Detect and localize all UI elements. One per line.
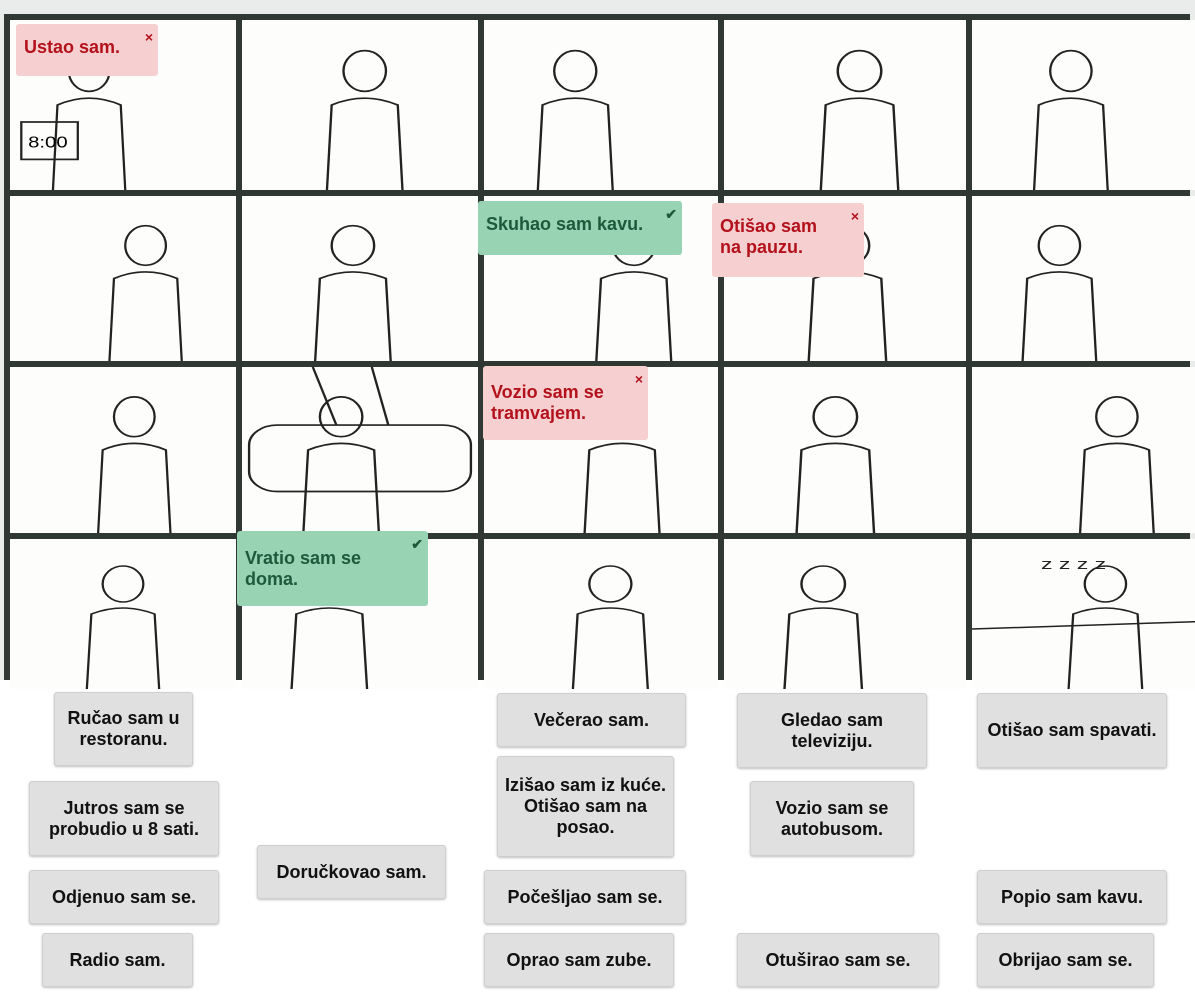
comic-panel [972, 196, 1195, 361]
draggable-item[interactable]: Radio sam. [42, 933, 193, 987]
comic-grid: 8:00 z z z z [4, 14, 1195, 689]
drop-zone-label-correct[interactable]: Vratio sam se doma. ✔ [237, 531, 428, 606]
draggable-item[interactable]: Jutros sam se probudio u 8 sati. [29, 781, 219, 856]
check-icon: ✔ [665, 206, 677, 222]
comic-panel [972, 367, 1195, 533]
draggable-item[interactable]: Otišao sam spavati. [977, 693, 1167, 768]
comic-panel [242, 196, 478, 361]
comic-panel [484, 539, 718, 689]
comic-panel [972, 20, 1195, 190]
drop-zone-label-wrong[interactable]: Otišao sam na pauzu. × [712, 203, 864, 277]
sketch-figure [571, 565, 649, 689]
check-icon: ✔ [411, 536, 423, 552]
drop-zone-label-wrong[interactable]: Vozio sam se tramvajem. × [483, 366, 648, 440]
comic-board: 8:00 z z z z [0, 0, 1195, 689]
comic-panel: z z z z [972, 539, 1195, 689]
svg-text:z z z z: z z z z [1041, 556, 1106, 573]
comic-panel [10, 539, 236, 689]
sketch-figure: z z z z [972, 556, 1195, 689]
comic-panel [484, 20, 718, 190]
draggable-item[interactable]: Počešljao sam se. [484, 870, 686, 924]
draggable-item[interactable]: Večerao sam. [497, 693, 686, 747]
comic-panel [10, 367, 236, 533]
comic-panel [242, 367, 478, 533]
sketch-figure [1032, 49, 1109, 190]
drop-zone-label-wrong[interactable]: Ustao sam. × [16, 24, 158, 76]
comic-panel [724, 539, 966, 689]
svg-text:8:00: 8:00 [28, 134, 68, 151]
draggable-item[interactable]: Obrijao sam se. [977, 933, 1154, 987]
sketch-figure [536, 49, 614, 190]
sketch-figure [97, 396, 172, 533]
sketch-figure [247, 367, 473, 533]
drop-zone-label-correct[interactable]: Skuhao sam kavu. ✔ [478, 201, 682, 255]
label-text: Vozio sam se tramvajem. [491, 382, 604, 423]
sketch-figure [85, 565, 161, 689]
cross-icon: × [850, 208, 859, 224]
sketch-figure [1021, 224, 1098, 361]
comic-panel [242, 20, 478, 190]
draggable-item[interactable]: Gledao sam televiziju. [737, 693, 927, 768]
draggable-item[interactable]: Ručao sam u restoranu. [54, 692, 193, 766]
sketch-figure [819, 49, 900, 190]
comic-panel [724, 367, 966, 533]
draggable-item[interactable]: Vozio sam se autobusom. [750, 781, 914, 856]
draggable-item[interactable]: Doručkovao sam. [257, 845, 446, 899]
sketch-figure [313, 224, 392, 361]
sketch-figure [1078, 396, 1155, 533]
sketch-figure [795, 396, 876, 533]
label-text: Vratio sam se doma. [245, 548, 362, 589]
label-text: Otišao sam na pauzu. [720, 216, 818, 257]
label-text: Skuhao sam kavu. [486, 214, 644, 234]
cross-icon: × [144, 29, 153, 45]
label-text: Ustao sam. [24, 37, 121, 57]
draggable-item[interactable]: Popio sam kavu. [977, 870, 1167, 924]
draggable-item[interactable]: Otuširao sam se. [737, 933, 939, 987]
comic-panel [10, 196, 236, 361]
draggable-item[interactable]: Izišao sam iz kuće. Otišao sam na posao. [497, 756, 674, 857]
draggable-item[interactable]: Oprao sam zube. [484, 933, 674, 987]
sketch-figure [783, 565, 864, 689]
draggable-item[interactable]: Odjenuo sam se. [29, 870, 219, 924]
comic-panel [724, 20, 966, 190]
sketch-figure [108, 224, 183, 361]
sketch-figure [325, 49, 404, 190]
cross-icon: × [634, 371, 643, 387]
